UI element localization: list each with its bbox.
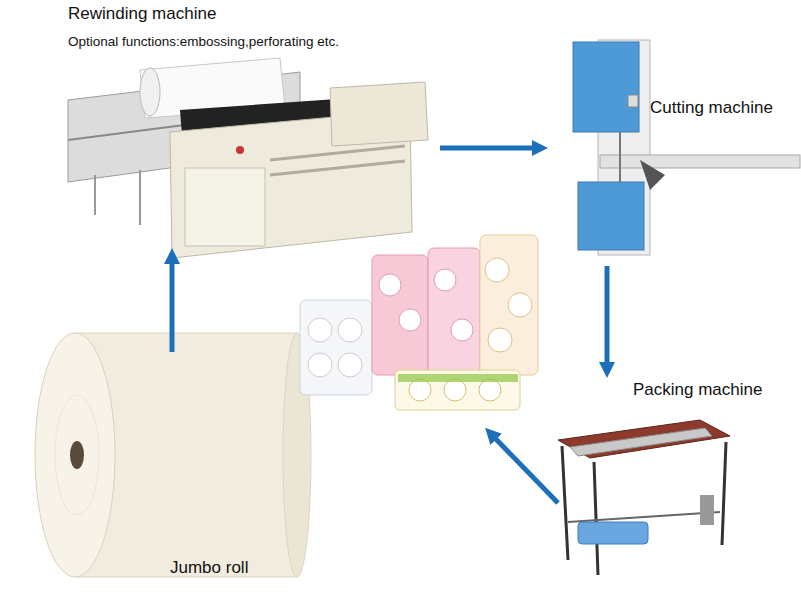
- packaged-products-illustration-part: [395, 370, 520, 410]
- packing-machine-illustration-part: [700, 495, 714, 525]
- node-label: Rewinding machine: [68, 4, 436, 24]
- cutting-machine-illustration-part: [573, 42, 639, 132]
- rewinding-machine-illustration-part: [236, 146, 244, 154]
- rewinding-machine-illustration-part: [94, 175, 96, 215]
- packing-machine-illustration-part: [570, 428, 712, 456]
- packaged-products-illustration-part: [308, 353, 332, 377]
- cutting-machine-illustration-part: [600, 155, 800, 168]
- machine-node: Rewinding machineOptional functions:embo…: [62, 2, 440, 248]
- output-arrow: [492, 435, 558, 503]
- packaged-products-illustration-part: [479, 379, 501, 401]
- packaged-products-illustration-part: [428, 248, 480, 378]
- packaged-products-illustration-part: [300, 300, 372, 395]
- packing-machine-illustration-part: [558, 420, 730, 458]
- packaged-products-illustration-part: [409, 379, 431, 401]
- packaged-products-illustration-part: [485, 258, 509, 282]
- packaged-products-illustration-part: [379, 274, 401, 296]
- packaged-products-illustration-part: [434, 269, 456, 291]
- packing-machine-illustration-part: [722, 442, 726, 545]
- packaged-products-illustration-part: [338, 318, 362, 342]
- machine-node: Jumbo roll: [30, 352, 305, 592]
- cutting-machine-illustration-part: [640, 160, 665, 190]
- packing-machine-illustration: [558, 420, 730, 575]
- machine-node: Cutting machine: [548, 40, 800, 266]
- node-label: Packing machine: [633, 380, 793, 400]
- jumbo-roll-illustration-part: [35, 333, 115, 577]
- cutting-machine-illustration-part: [619, 132, 621, 182]
- jumbo-roll-illustration: [35, 333, 311, 577]
- cutting-machine-illustration: [573, 40, 800, 255]
- machine-node: Packing machine: [555, 378, 795, 573]
- packaged-products-illustration-part: [338, 353, 362, 377]
- rewinding-machine-illustration-part: [140, 68, 160, 116]
- rewinding-machine-illustration-part: [330, 82, 428, 146]
- rewinding-machine-illustration-part: [270, 146, 405, 160]
- rewinding-machine-illustration: [68, 58, 428, 258]
- packaged-products-illustration-part: [508, 293, 532, 317]
- packing-machine-illustration-part: [562, 446, 568, 560]
- packaged-products-illustration-part: [480, 235, 538, 375]
- packaged-products-illustration-part: [398, 374, 518, 382]
- jumbo-roll-illustration-part: [55, 395, 99, 515]
- packaged-products-illustration-part: [444, 379, 466, 401]
- output-arrow-part: [492, 435, 558, 503]
- packaged-products-illustration-part: [308, 318, 332, 342]
- node-label: Jumbo roll: [170, 558, 300, 578]
- packaged-products-illustration-part: [451, 319, 473, 341]
- packaged-products-illustration-part: [399, 309, 421, 331]
- node-note: Optional functions:embossing,perforating…: [68, 34, 436, 50]
- packaged-products-illustration-part: [372, 255, 428, 375]
- cutting-machine-illustration-part: [578, 182, 644, 250]
- flow-arrow: [170, 258, 175, 352]
- cutting-machine-illustration-part: [628, 95, 638, 107]
- packaged-products-illustration: [300, 235, 538, 410]
- flow-arrow: [440, 146, 538, 151]
- rewinding-machine-illustration-part: [270, 161, 405, 175]
- packing-machine-illustration-part: [594, 462, 598, 575]
- packaged-products-illustration-part: [488, 328, 512, 352]
- packing-machine-illustration-part: [568, 512, 720, 522]
- packing-machine-illustration-part: [578, 522, 648, 544]
- flow-arrow: [605, 266, 610, 368]
- node-label: Cutting machine: [650, 98, 798, 118]
- rewinding-machine-illustration-part: [139, 170, 141, 225]
- rewinding-machine-illustration-part: [185, 168, 265, 246]
- jumbo-roll-illustration-part: [70, 441, 84, 469]
